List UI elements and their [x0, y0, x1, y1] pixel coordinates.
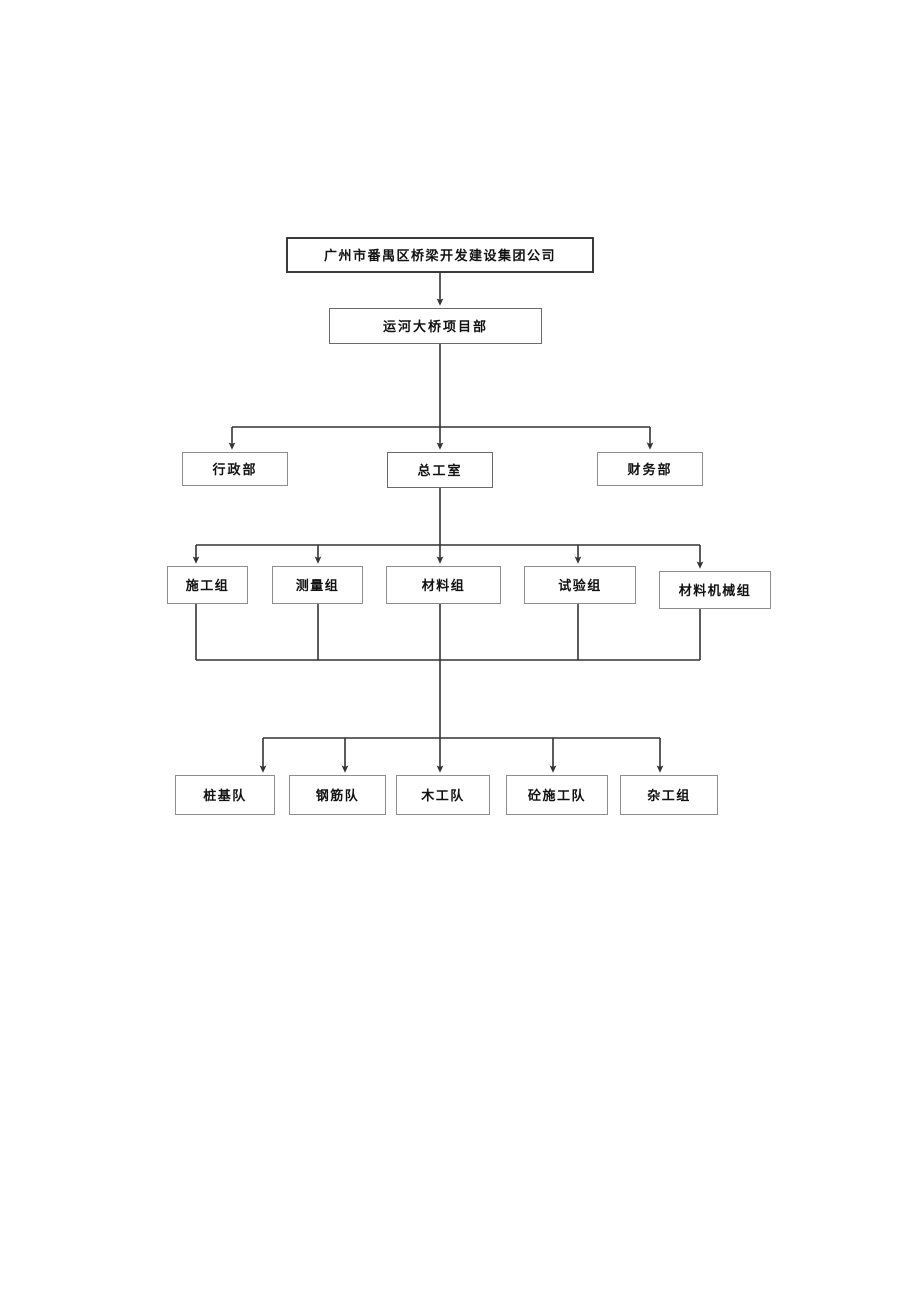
node-project-department[interactable]: 运河大桥项目部 [329, 308, 542, 344]
node-testing-group[interactable]: 试验组 [524, 566, 636, 604]
node-general-labor-group[interactable]: 杂工组 [620, 775, 718, 815]
node-chief-engineer-office[interactable]: 总工室 [387, 452, 493, 488]
node-concrete-construction-team[interactable]: 砼施工队 [506, 775, 608, 815]
node-pile-foundation-team[interactable]: 桩基队 [175, 775, 275, 815]
node-material-group[interactable]: 材料组 [386, 566, 501, 604]
node-administration-department[interactable]: 行政部 [182, 452, 288, 486]
connector-project-to-departments [228, 344, 654, 450]
node-carpentry-team[interactable]: 木工队 [396, 775, 490, 815]
node-construction-group[interactable]: 施工组 [167, 566, 248, 604]
node-company[interactable]: 广州市番禺区桥梁开发建设集团公司 [286, 237, 594, 273]
connector-merge-to-teams [259, 660, 664, 773]
connector-chief-engineer-to-groups [192, 488, 704, 569]
node-finance-department[interactable]: 财务部 [597, 452, 703, 486]
node-rebar-team[interactable]: 钢筋队 [289, 775, 386, 815]
connector-groups-merge-bar [195, 604, 701, 661]
node-survey-group[interactable]: 测量组 [272, 566, 363, 604]
node-material-machinery-group[interactable]: 材料机械组 [659, 571, 771, 609]
